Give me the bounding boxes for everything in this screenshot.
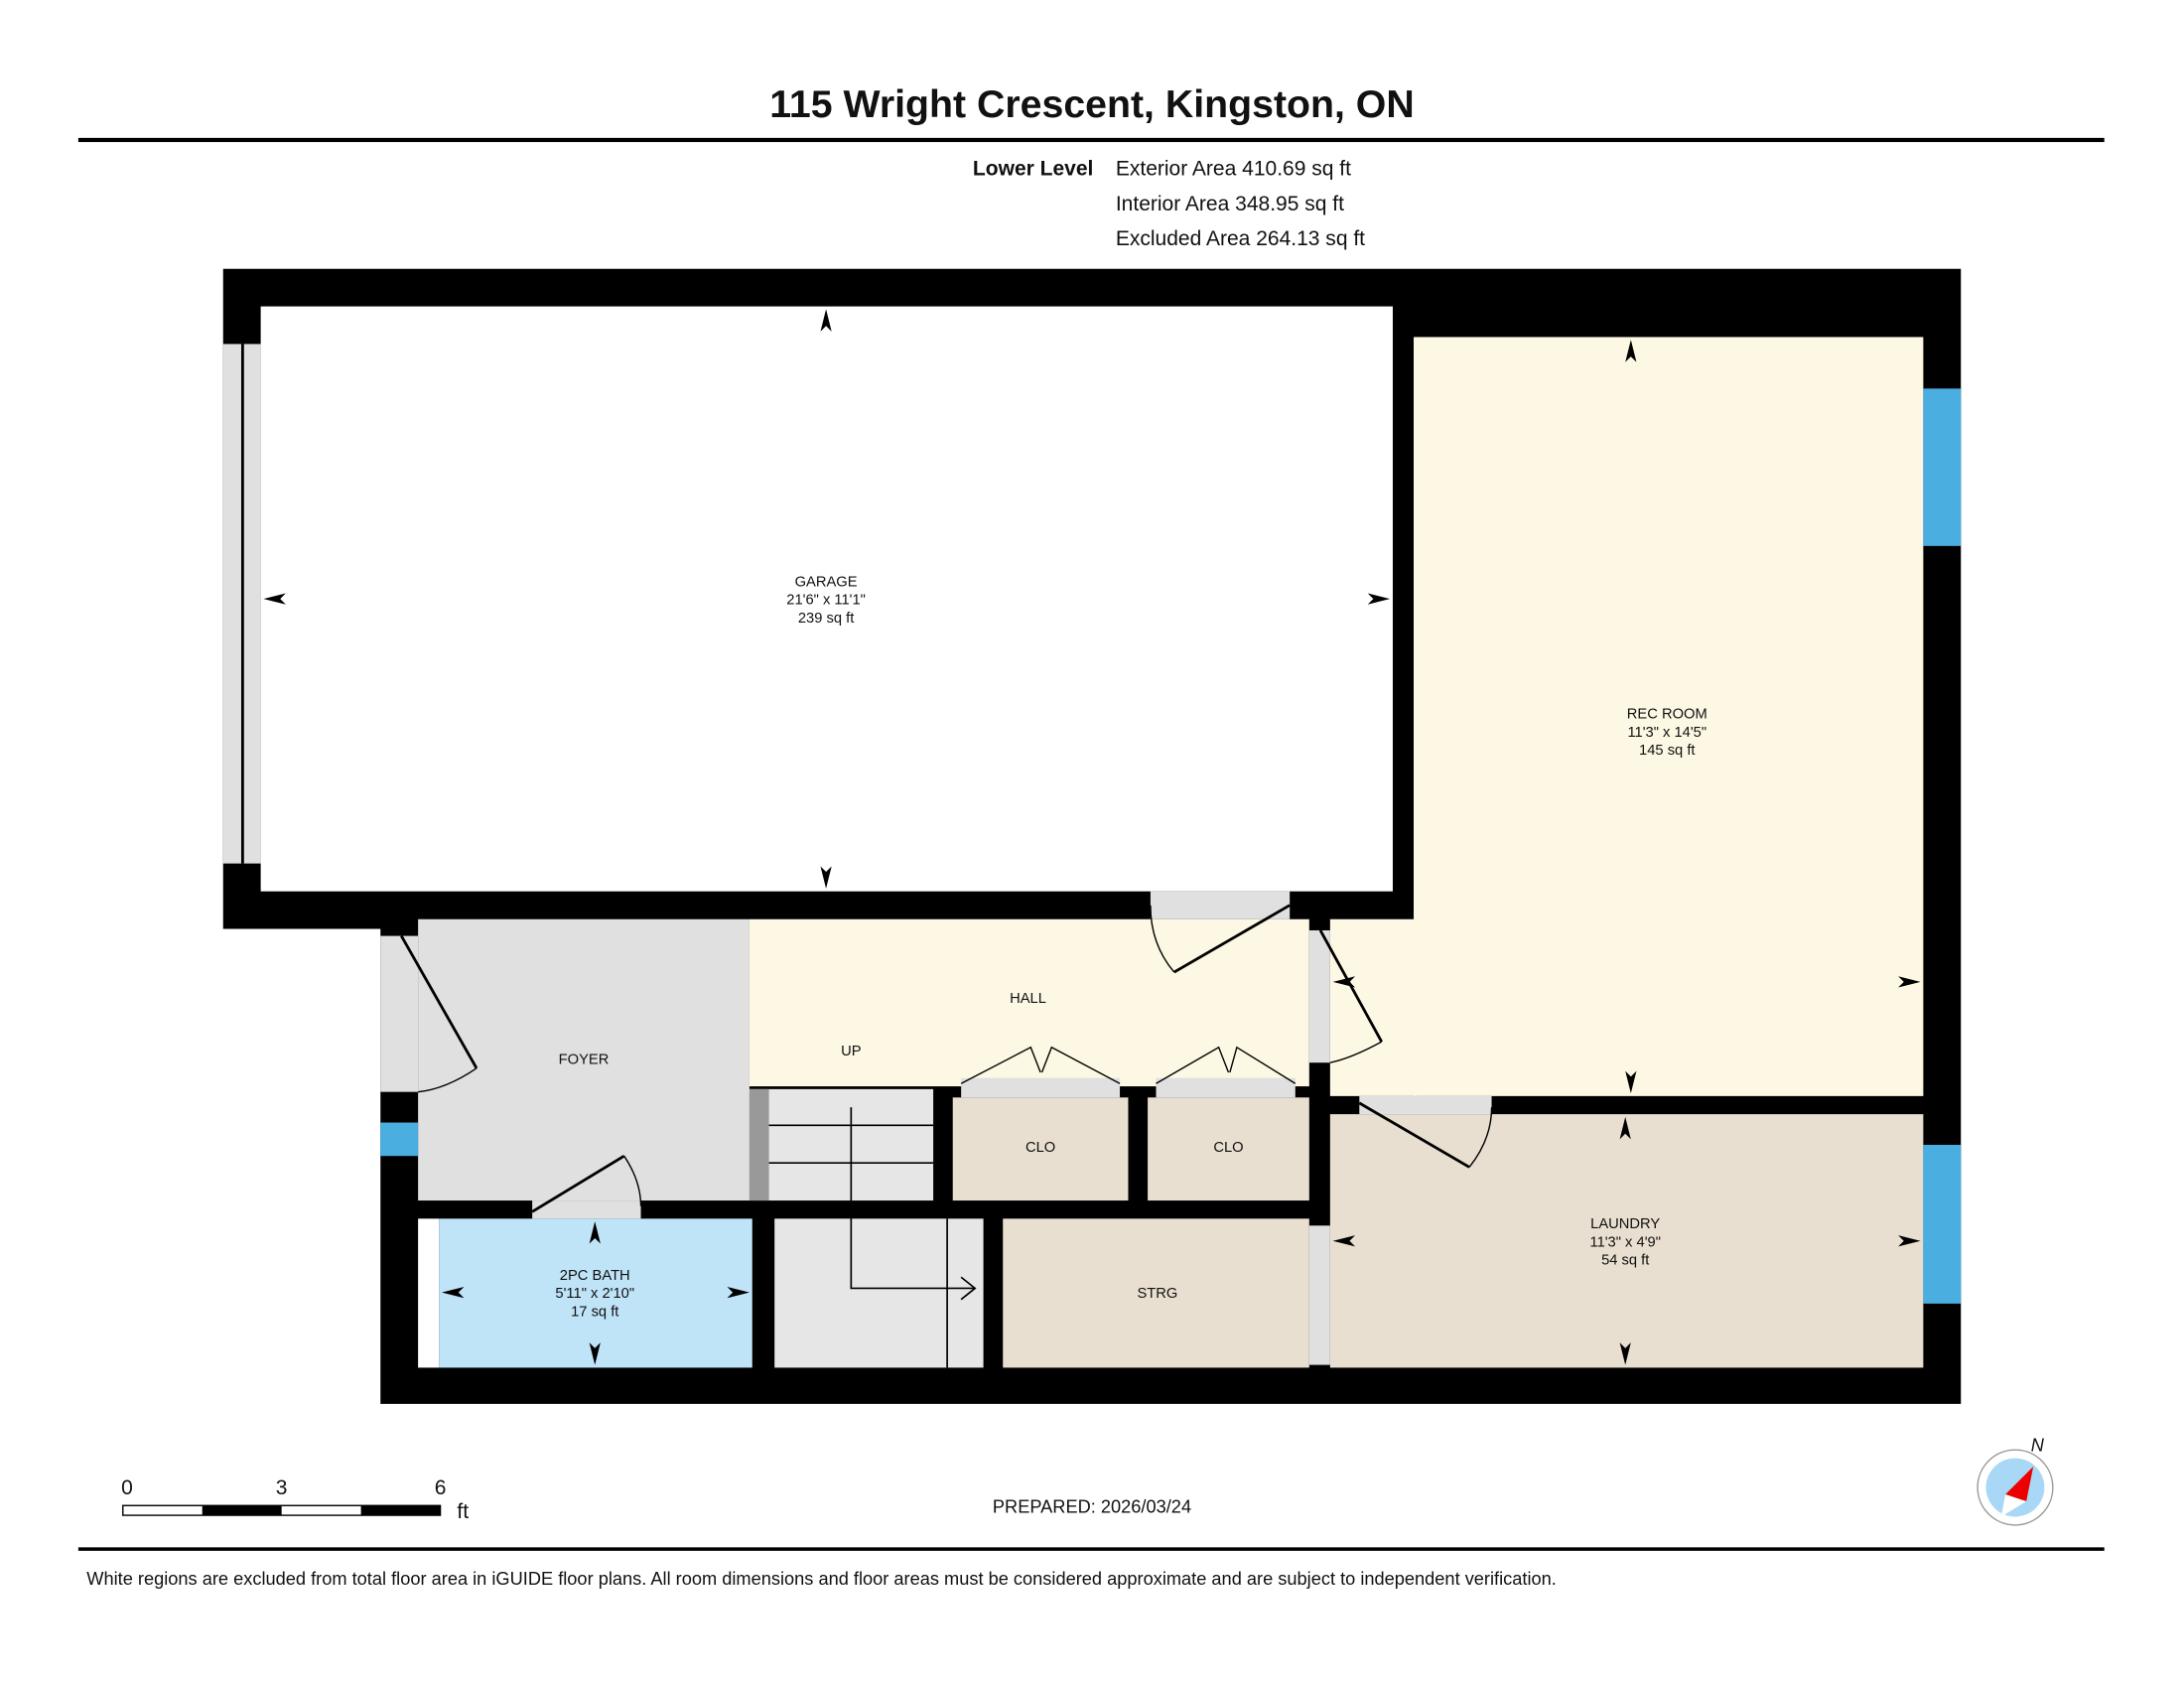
excluded-area: Excluded Area 264.13 sq ft: [1116, 227, 1365, 250]
laundry-dims: 11'3" x 4'9": [1589, 1234, 1660, 1250]
laundry-area: 54 sq ft: [1601, 1253, 1649, 1269]
hall-name: HALL: [1010, 991, 1046, 1007]
compass-north-label: N: [2031, 1435, 2045, 1456]
footer-disclaimer: White regions are excluded from total fl…: [86, 1568, 1557, 1589]
rec-room-area: 145 sq ft: [1639, 743, 1695, 759]
window: [380, 1122, 419, 1157]
foyer-name: FOYER: [559, 1053, 610, 1068]
clo-2-name: CLO: [1213, 1140, 1243, 1156]
scale-tick-3: 3: [276, 1477, 288, 1499]
room-rec-room-ext: [1329, 918, 1417, 1096]
stair-treads: [768, 1107, 977, 1368]
interior-area: Interior Area 348.95 sq ft: [1116, 193, 1344, 215]
stairs-up-label: UP: [841, 1044, 862, 1059]
window: [1923, 388, 1962, 546]
scale-bar: 0 3 6 ft: [121, 1477, 469, 1523]
laundry-name: LAUNDRY: [1590, 1216, 1660, 1232]
prepared-date: PREPARED: 2026/03/24: [993, 1495, 1191, 1516]
footer-divider: [77, 1547, 2105, 1551]
strg-name: STRG: [1137, 1286, 1177, 1302]
garage-name: GARAGE: [795, 575, 858, 591]
exterior-area: Exterior Area 410.69 sq ft: [1116, 158, 1351, 181]
compass-icon: N: [1977, 1435, 2054, 1526]
doors: [380, 891, 1493, 1365]
room-clo-2: [1148, 1097, 1309, 1201]
room-rec-room: [1414, 337, 1924, 1096]
scale-tick-0: 0: [121, 1477, 133, 1499]
room-garage: [260, 306, 1393, 892]
page-title: 115 Wright Crescent, Kingston, ON: [769, 82, 1414, 126]
scale-tick-6: 6: [435, 1477, 447, 1499]
clo-1-name: CLO: [1025, 1140, 1055, 1156]
rec-room-dims: 11'3" x 14'5": [1627, 725, 1706, 741]
level-name: Lower Level: [973, 158, 1093, 181]
room-2pc-bath: [439, 1218, 752, 1368]
bath-dims: 5'11" x 2'10": [555, 1286, 634, 1302]
bath-name: 2PC BATH: [560, 1268, 630, 1284]
bath-excluded-strip: [418, 1218, 440, 1368]
room-clo-1: [952, 1097, 1129, 1201]
garage-dims: 21'6" x 11'1": [786, 593, 866, 609]
window: [1923, 1144, 1962, 1304]
rec-room-name: REC ROOM: [1627, 707, 1707, 723]
header-divider: [77, 137, 2105, 143]
stair-rail: [749, 1088, 769, 1201]
stairs: [749, 1088, 934, 1201]
garage-area: 239 sq ft: [798, 611, 854, 627]
dimension-arrows: [263, 309, 1921, 1365]
room-laundry: [1329, 1114, 1924, 1368]
stairs-lower: [774, 1218, 984, 1368]
scale-unit: ft: [457, 1500, 469, 1523]
bath-area: 17 sq ft: [571, 1304, 618, 1320]
room-strg: [1003, 1218, 1309, 1368]
